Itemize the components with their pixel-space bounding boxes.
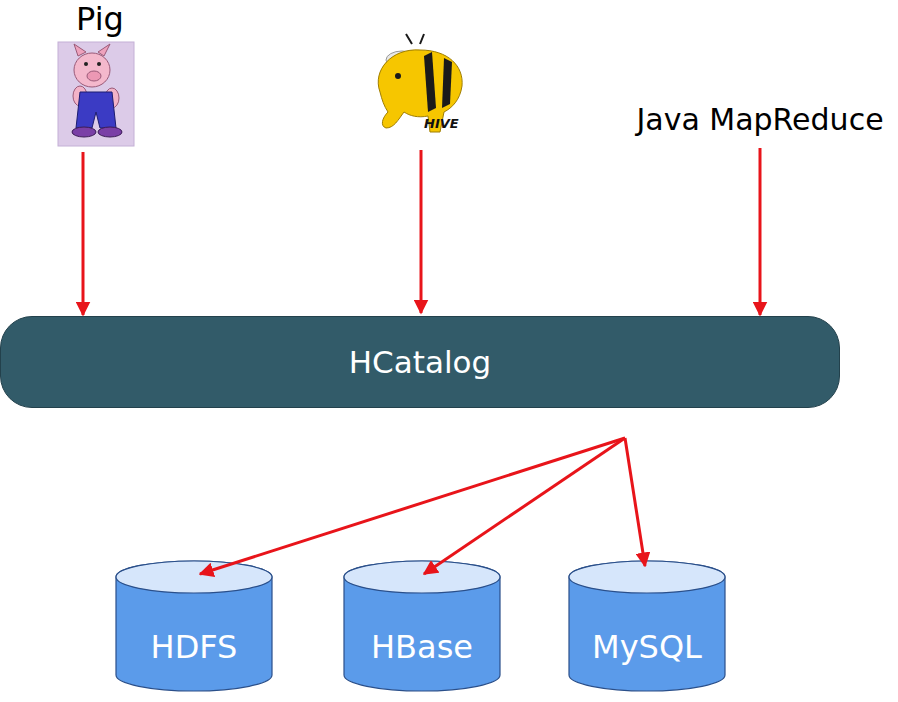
catalog-band: HCatalog [0,316,840,408]
cylinder-outline [115,560,273,692]
pig-snout [87,71,101,81]
cylinder-outline [343,560,501,692]
pig-background [58,42,134,146]
pig-head [74,53,110,87]
store-label: HBase [371,628,473,666]
cylinder-outline [568,560,726,692]
cylinder-body [344,561,500,691]
flow-arrow [424,438,625,574]
icon-label: Pig [58,0,142,38]
cylinder-top [116,561,272,593]
cylinder-top [569,561,725,593]
pig-eye [97,62,101,66]
cylinder-top [344,561,500,593]
tool-icon: Pig [58,0,142,146]
elephant-head [378,50,462,132]
hive-logo [378,34,462,132]
elephant-eye [395,73,401,79]
flow-arrow [200,438,625,574]
cylinder-body [569,561,725,691]
pig-shoe [72,127,96,137]
band-label: HCatalog [349,344,491,380]
storage-cylinder: MySQL [568,560,726,692]
pig-illustration [58,42,134,146]
flow-arrow [420,150,423,313]
flow-arrow [625,438,645,566]
bee-stripe [442,58,452,108]
pig-eye [84,62,88,66]
storage-cylinder: HDFS [115,560,273,692]
store-label: MySQL [592,628,702,666]
store-label: HDFS [151,628,238,666]
tool-label: Java MapReduce [600,96,898,142]
pig-overalls [76,92,116,128]
bee-antenna [406,34,424,44]
logo-text: HIVE [424,116,459,131]
tool-label-text: Java MapReduce [636,102,883,137]
cylinder-body [116,561,272,691]
flow-arrow [82,152,85,315]
storage-cylinder: HBase [343,560,501,692]
tool-logo: HIVE [368,42,468,146]
flow-arrow [759,148,762,315]
bee-stripe [424,52,436,112]
pig-shoe [98,127,122,137]
